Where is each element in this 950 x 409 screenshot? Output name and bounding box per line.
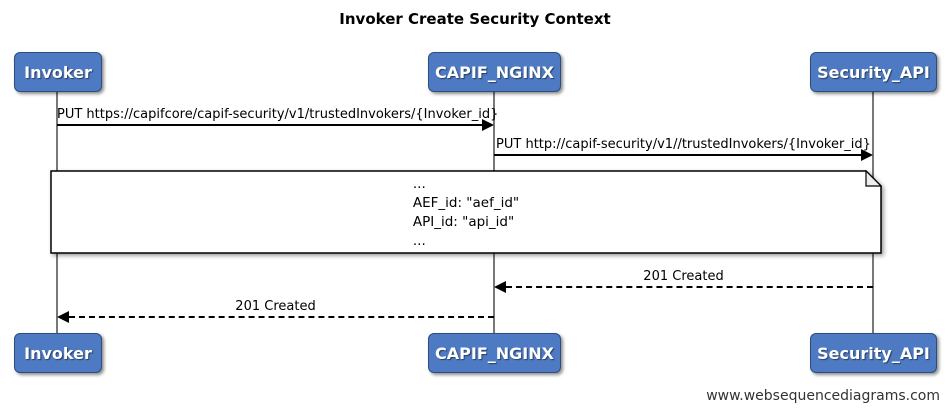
- actor-security-api-top-label: Security_API: [817, 62, 930, 82]
- actor-security-api-top: Security_API: [810, 52, 937, 92]
- actor-capif-nginx-bottom: CAPIF_NGINX: [428, 333, 561, 373]
- diagram-title: Invoker Create Security Context: [339, 10, 611, 28]
- actor-invoker-bottom: Invoker: [14, 333, 102, 373]
- message-4-line: [69, 316, 494, 318]
- note-line-2: AEF_id: "aef_id": [412, 195, 520, 211]
- actor-security-api-bottom-label: Security_API: [817, 343, 930, 363]
- note-line-3: API_id: "api_id": [412, 214, 515, 230]
- note-text: ... AEF_id: "aef_id" API_id: "api_id" ..…: [50, 175, 882, 251]
- message-4-label: 201 Created: [235, 299, 316, 314]
- actor-capif-nginx-bottom-label: CAPIF_NGINX: [435, 343, 554, 363]
- message-1-label: PUT https://capifcore/capif-security/v1/…: [57, 107, 499, 122]
- message-2-arrowhead-icon: [861, 149, 873, 161]
- message-4-arrowhead-icon: [57, 311, 69, 323]
- actor-capif-nginx-top-label: CAPIF_NGINX: [435, 62, 554, 82]
- message-3-arrowhead-icon: [494, 281, 506, 293]
- note-outline-icon: [50, 169, 883, 254]
- message-3-label: 201 Created: [643, 269, 724, 284]
- actor-security-api-bottom: Security_API: [810, 333, 937, 373]
- note-line-1: ...: [412, 176, 426, 192]
- message-2-line: [494, 154, 861, 156]
- actor-invoker-top-label: Invoker: [24, 62, 92, 82]
- message-2-label: PUT http://capif-security/v1//trustedInv…: [496, 137, 871, 152]
- note-line-4: ...: [412, 233, 426, 249]
- note-box: ... AEF_id: "aef_id" API_id: "api_id" ..…: [50, 169, 883, 254]
- message-1-line: [57, 124, 482, 126]
- actor-invoker-top: Invoker: [14, 52, 102, 92]
- actor-capif-nginx-top: CAPIF_NGINX: [428, 52, 561, 92]
- watermark: www.websequencediagrams.com: [706, 388, 940, 404]
- actor-invoker-bottom-label: Invoker: [24, 343, 92, 363]
- message-3-line: [506, 286, 873, 288]
- message-1-arrowhead-icon: [482, 119, 494, 131]
